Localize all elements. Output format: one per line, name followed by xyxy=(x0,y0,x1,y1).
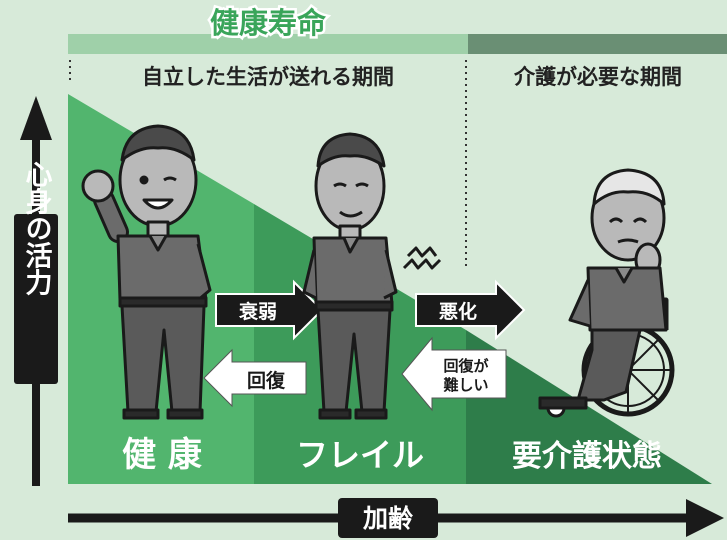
arrow-worsen: 悪化 xyxy=(415,279,526,341)
arrow-recover: 回復 xyxy=(203,348,307,408)
title: 健康寿命 xyxy=(210,6,327,40)
stage-healthy-label: 健 康 xyxy=(122,435,202,475)
arrow-decline-label: 衰弱 xyxy=(238,300,277,323)
healthy-span-band xyxy=(68,34,468,54)
y-axis-arrowhead xyxy=(20,96,52,140)
y-axis-label: 心身の活力 xyxy=(21,161,53,297)
region-care xyxy=(466,330,712,484)
arrow-recover-hard-label-1: 回復が xyxy=(443,357,489,375)
arrow-decline: 衰弱 xyxy=(215,279,324,341)
care-span-band xyxy=(468,34,727,54)
period-care-label: 介護が必要な期間 xyxy=(513,65,682,89)
period-independent-label: 自立した生活が送れる期間 xyxy=(142,65,394,89)
healthy-man-illustration xyxy=(81,124,212,420)
y-axis-label-box xyxy=(14,214,58,384)
stage-care-label: 要介護状態 xyxy=(512,439,662,474)
x-axis-label: 加齢 xyxy=(362,504,413,533)
x-axis-label-box xyxy=(338,498,438,538)
x-axis-arrowhead xyxy=(686,499,724,537)
arrow-recover-label: 回復 xyxy=(247,369,286,392)
stage-frailty-label: フレイル xyxy=(296,436,424,474)
frail-man-illustration xyxy=(302,132,442,420)
arrow-recover-hard: 回復が 難しい xyxy=(401,336,507,412)
arrow-worsen-label: 悪化 xyxy=(439,300,477,323)
wheelchair-man-illustration xyxy=(538,168,675,418)
arrow-recover-hard-label-2: 難しい xyxy=(443,376,488,394)
